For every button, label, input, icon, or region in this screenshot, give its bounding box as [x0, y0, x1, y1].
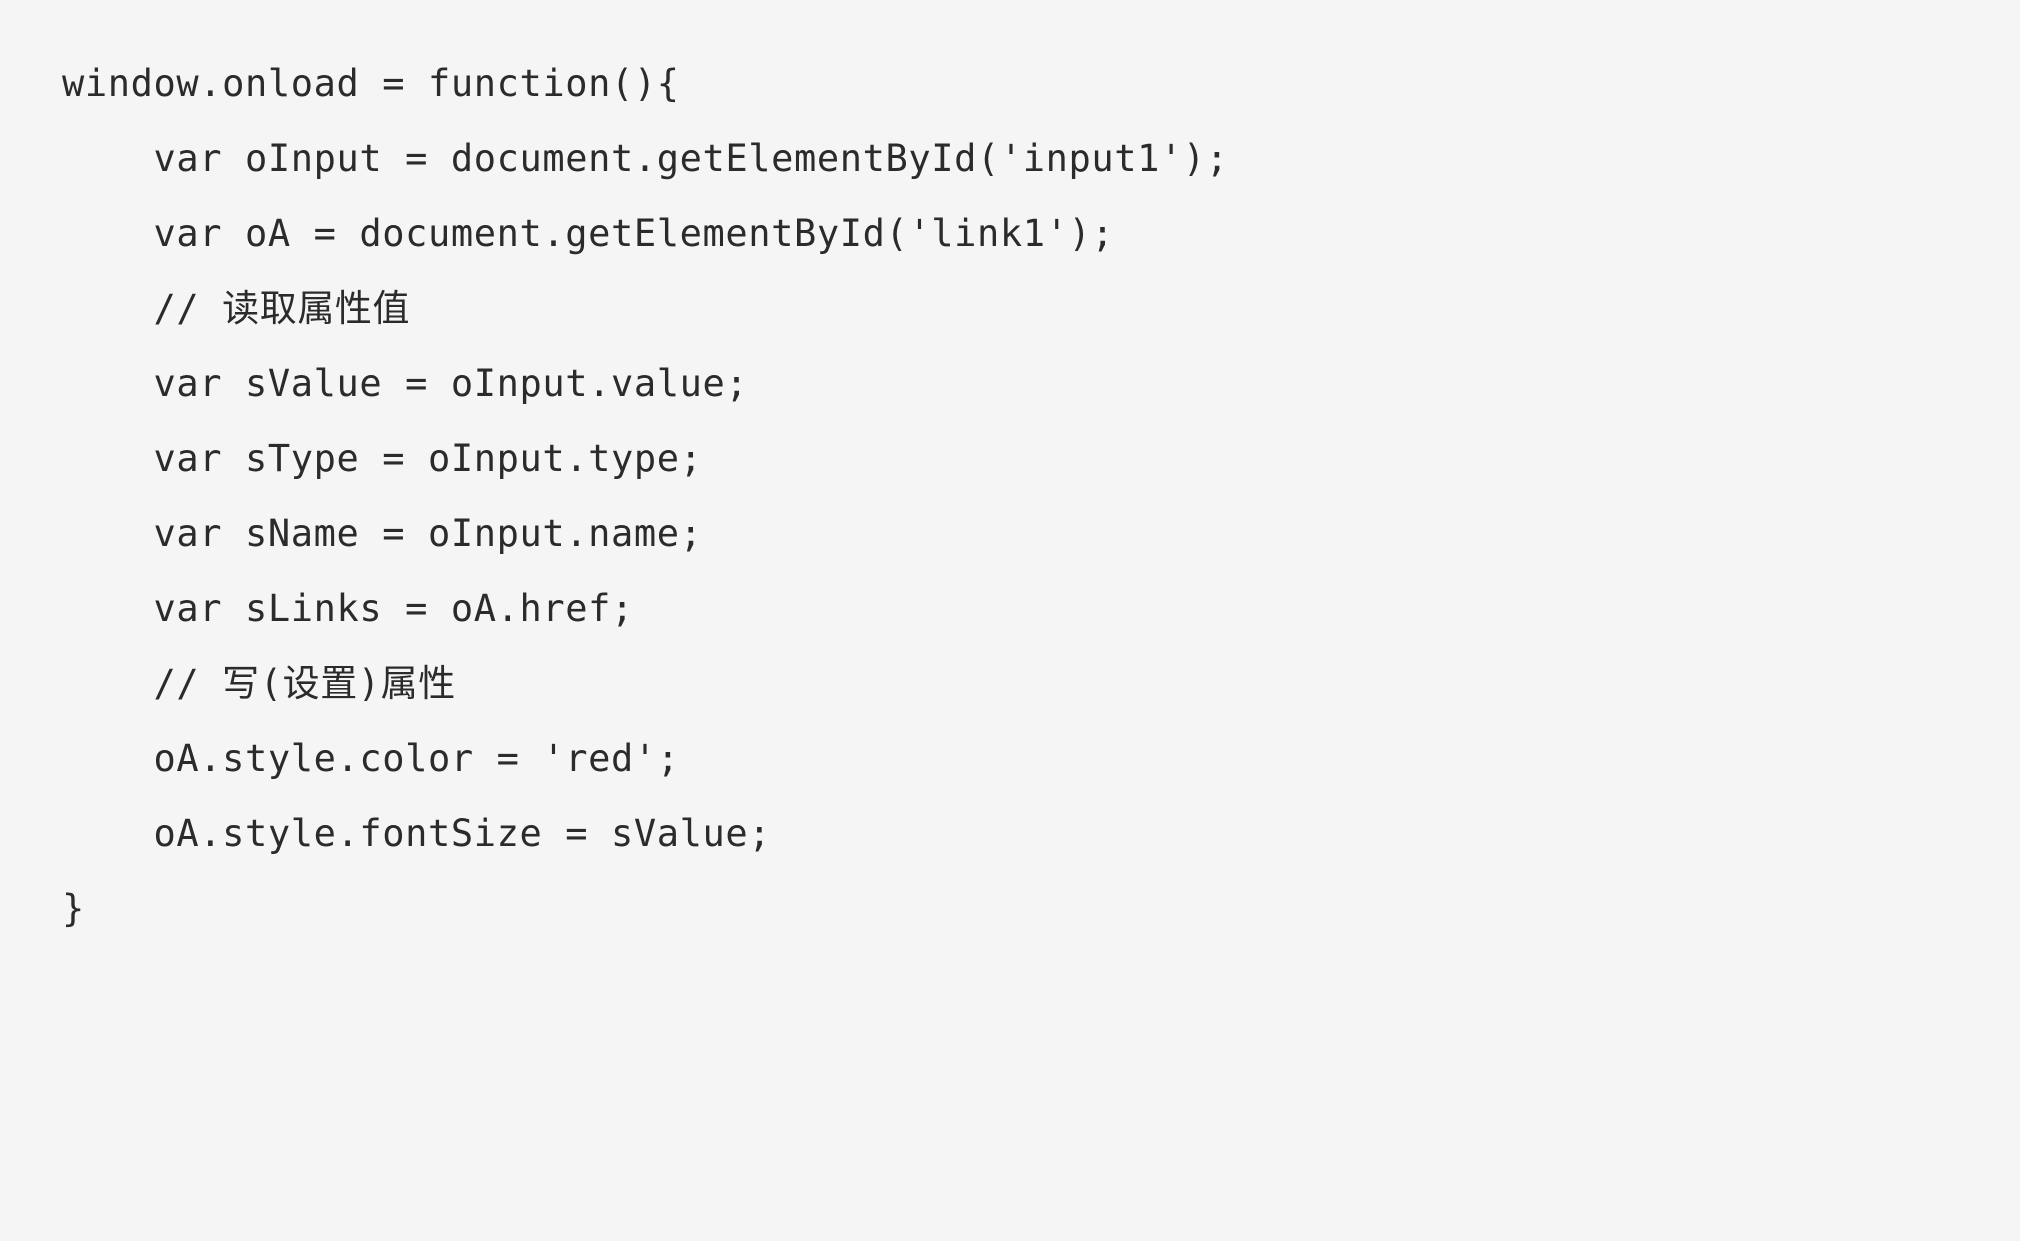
code-line: var oInput = document.getElementById('in… [62, 137, 1229, 180]
code-line: // 读取属性值 [62, 287, 411, 330]
code-line: } [62, 887, 85, 930]
code-line: var sLinks = oA.href; [62, 587, 634, 630]
code-line: oA.style.color = 'red'; [62, 737, 680, 780]
code-line: var sType = oInput.type; [62, 437, 703, 480]
code-line: // 写(设置)属性 [62, 662, 456, 705]
code-line: oA.style.fontSize = sValue; [62, 812, 772, 855]
right-margin-strip [2020, 0, 2031, 1241]
code-line: window.onload = function(){ [62, 62, 680, 105]
code-listing: window.onload = function(){ var oInput =… [62, 62, 1229, 930]
code-line: var oA = document.getElementById('link1'… [62, 212, 1115, 255]
code-line: var sName = oInput.name; [62, 512, 703, 555]
code-line: var sValue = oInput.value; [62, 362, 749, 405]
